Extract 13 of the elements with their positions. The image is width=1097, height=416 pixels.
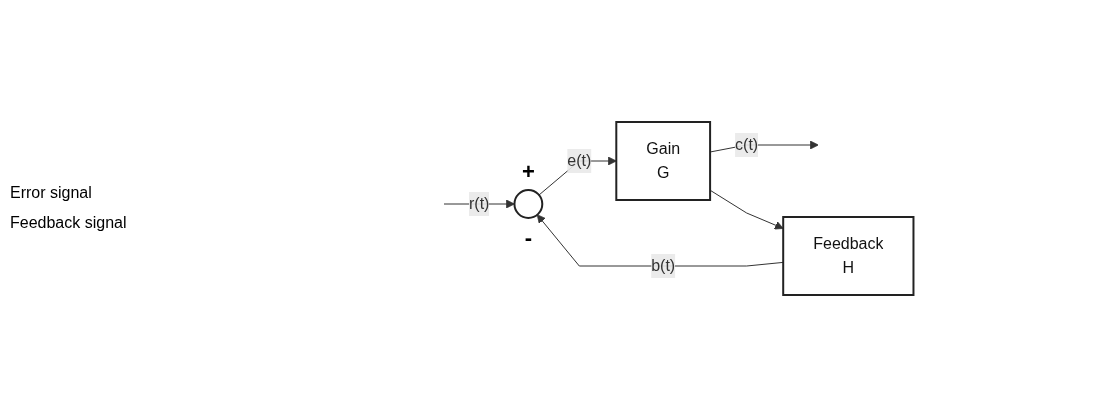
note-text: Feedback signal (10, 214, 128, 232)
arrow (709, 140, 819, 152)
node-label: - (524, 224, 532, 249)
node-circle (513, 188, 544, 219)
arrow (443, 199, 515, 208)
edge-label: c(t) (734, 135, 758, 153)
edge-label: r(t) (468, 194, 490, 212)
node-box: Gain G (615, 120, 711, 201)
edge-label: e(t) (567, 151, 592, 169)
edge-label: b(t) (650, 256, 675, 274)
note-text: Error signal (10, 184, 93, 202)
node-box: Feedback H (781, 215, 915, 296)
node-label: + (521, 158, 535, 183)
